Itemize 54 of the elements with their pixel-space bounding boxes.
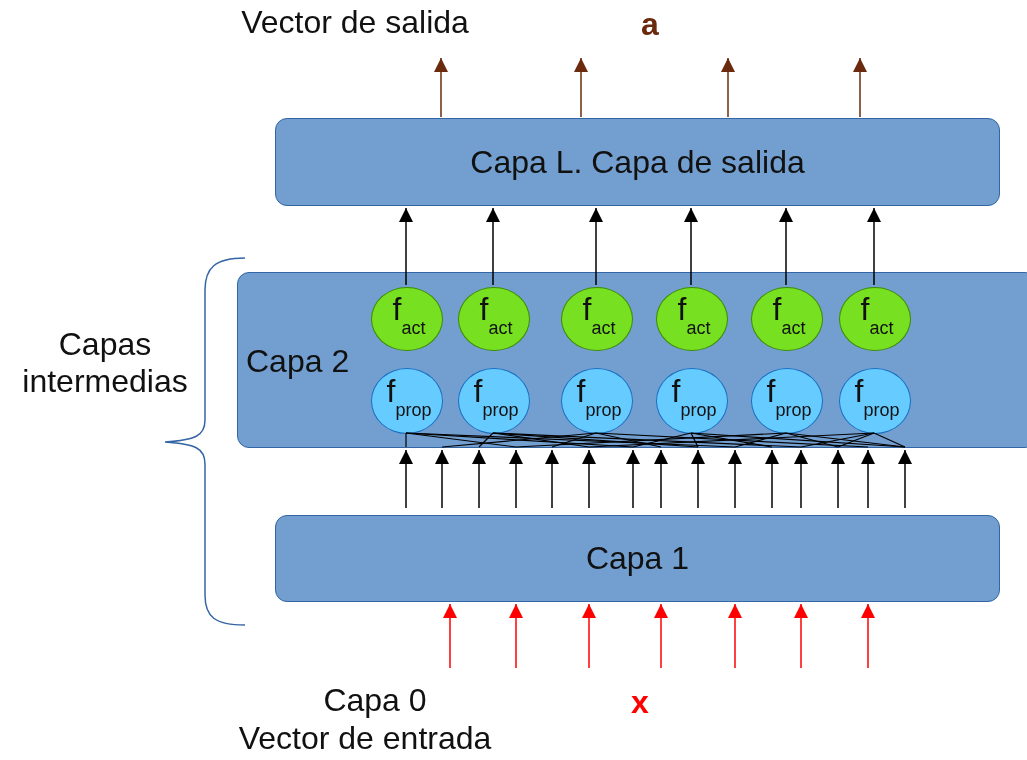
propagation-node: f$_{prop}$ <box>458 368 530 434</box>
arrow <box>399 449 413 509</box>
arrow <box>574 57 588 118</box>
arrow <box>728 449 742 509</box>
arrow <box>867 207 881 286</box>
arrow <box>853 57 867 118</box>
arrow <box>898 449 912 509</box>
arrow <box>435 449 449 509</box>
activation-node: f$_{act}$ <box>458 287 530 351</box>
layer-box <box>237 272 1027 448</box>
arrow <box>509 603 523 669</box>
arrow <box>509 449 523 509</box>
layer-title: Capa 2 <box>246 343 350 380</box>
propagation-node: f$_{prop}$ <box>371 368 443 434</box>
arrow <box>831 449 845 509</box>
arrow <box>589 207 603 286</box>
arrow <box>691 449 705 509</box>
activation-node: f$_{act}$ <box>561 287 633 351</box>
arrow <box>472 449 486 509</box>
propagation-node: f$_{prop}$ <box>561 368 633 434</box>
arrow <box>794 603 808 669</box>
heading-label: Vector de salida <box>240 4 470 41</box>
vector-symbol: a <box>640 6 660 43</box>
arrow <box>779 207 793 286</box>
arrow <box>626 449 640 509</box>
arrow <box>861 449 875 509</box>
arrow <box>728 603 742 669</box>
arrow <box>443 603 457 669</box>
propagation-node: f$_{prop}$ <box>656 368 728 434</box>
input-label: Vector de entrada <box>237 720 493 757</box>
layer-box: Capa 1 <box>275 515 1000 602</box>
activation-node: f$_{act}$ <box>839 287 911 351</box>
activation-node: f$_{act}$ <box>656 287 728 351</box>
arrow <box>654 603 668 669</box>
arrow <box>545 449 559 509</box>
activation-node: f$_{act}$ <box>751 287 823 351</box>
arrow <box>684 207 698 286</box>
arrow <box>765 449 779 509</box>
group-label: Capas intermedias <box>21 326 189 400</box>
arrow <box>582 449 596 509</box>
arrow <box>486 207 500 286</box>
propagation-node: f$_{prop}$ <box>751 368 823 434</box>
arrow <box>582 603 596 669</box>
vector-symbol: x <box>630 684 650 721</box>
arrow <box>794 449 808 509</box>
activation-node: f$_{act}$ <box>371 287 443 351</box>
propagation-node: f$_{prop}$ <box>839 368 911 434</box>
layer-label: Capa 0 <box>322 682 428 719</box>
arrow <box>434 57 448 118</box>
arrow <box>721 57 735 118</box>
arrow <box>399 207 413 286</box>
arrow <box>861 603 875 669</box>
arrow <box>654 449 668 509</box>
layer-box: Capa L. Capa de salida <box>275 118 1000 206</box>
